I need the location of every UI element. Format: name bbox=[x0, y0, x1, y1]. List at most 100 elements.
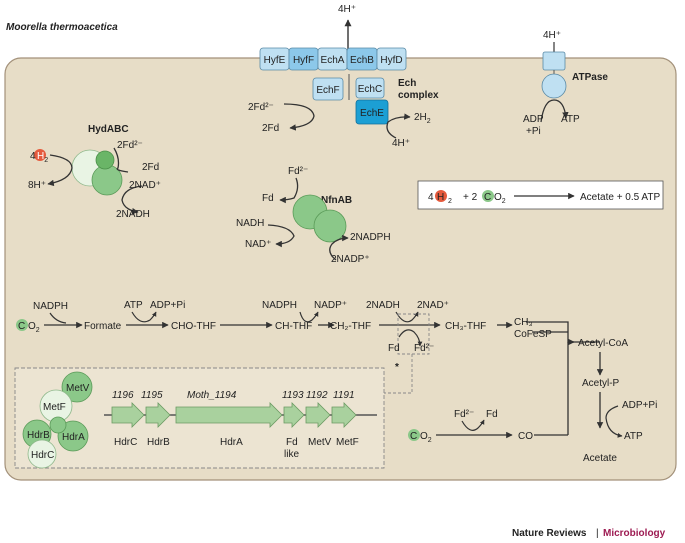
ech-subunit-eche: EchE bbox=[355, 99, 389, 125]
nfnab-nadh: NADH bbox=[236, 218, 264, 229]
gene-arrow-hdra bbox=[175, 402, 283, 428]
svg-text:MetF: MetF bbox=[43, 402, 66, 413]
pathway-nadph-2: NADPH bbox=[262, 300, 297, 311]
nfnab-fd-oxidized: Fd bbox=[262, 193, 274, 204]
nfnab-nad: NAD⁺ bbox=[245, 239, 271, 250]
hydabc-nadh: 2NADH bbox=[116, 209, 150, 220]
ech-complex: 4H⁺ HyfE HyfF EchA EchB HyfD EchF EchC bbox=[248, 4, 439, 149]
svg-text:HyfD: HyfD bbox=[380, 55, 402, 66]
pathway-co: CO bbox=[518, 431, 533, 442]
svg-text:HdrA: HdrA bbox=[62, 432, 85, 443]
ech-subunit-echb: EchB bbox=[346, 47, 378, 71]
pathway-ch-thf: CH-THF bbox=[275, 321, 312, 332]
pathway-star: * bbox=[395, 362, 399, 373]
journal-section: Microbiology bbox=[603, 528, 666, 539]
ech-subunit-hyff: HyfF bbox=[288, 47, 319, 71]
pathway-fd-reduced: Fd²⁻ bbox=[414, 343, 434, 354]
hydabc-protons: 8H⁺ bbox=[28, 180, 46, 191]
overall-h2-letter: H bbox=[437, 192, 444, 203]
pathway-nadp: NADP⁺ bbox=[314, 300, 347, 311]
publisher-footer: Nature Reviews | Microbiology bbox=[512, 528, 666, 539]
atpase-protons: 4H⁺ bbox=[543, 30, 561, 41]
pathway-cofesp: CoFeSP bbox=[514, 329, 552, 340]
pathway-co2-icon-2 bbox=[408, 429, 420, 441]
svg-text:HdrB: HdrB bbox=[27, 430, 50, 441]
locus-moth-1194: Moth_1194 bbox=[187, 390, 237, 401]
overall-co2-icon bbox=[482, 190, 494, 202]
svg-text:HyfE: HyfE bbox=[264, 55, 286, 66]
complex-hdrc bbox=[27, 439, 57, 469]
nfnab-fd-reduced: Fd²⁻ bbox=[288, 166, 308, 177]
ech-fd-oxidized: 2Fd bbox=[262, 123, 279, 134]
hydabc-h2-icon bbox=[34, 149, 46, 161]
pathway-acetate: Acetate bbox=[583, 453, 617, 464]
atpase: 4H⁺ ATPase ADP +Pi ATP bbox=[523, 30, 608, 137]
pathway-formate: Formate bbox=[84, 321, 122, 332]
overall-plus: + 2 bbox=[463, 192, 478, 203]
gene-label-metf: MetF bbox=[336, 437, 359, 448]
gene-arrow-hdrc bbox=[111, 402, 145, 428]
dashed-connector bbox=[384, 354, 413, 394]
ech-protons-in: 4H⁺ bbox=[392, 138, 410, 149]
gene-arrow-metv bbox=[305, 402, 331, 428]
svg-text:HyfF: HyfF bbox=[293, 55, 314, 66]
hydabc-label: HydABC bbox=[88, 124, 129, 135]
ech-subunit-hyfd: HyfD bbox=[376, 47, 407, 71]
pathway-cho-thf: CHO-THF bbox=[171, 321, 216, 332]
journal-name: Nature Reviews bbox=[512, 528, 587, 539]
pathway-acetyl-p: Acetyl-P bbox=[582, 378, 620, 389]
overall-h2-coeff: 4 bbox=[428, 192, 434, 203]
gene-label-hdrb: HdrB bbox=[147, 437, 170, 448]
gene-cluster-inset: MetV MetF HdrA HdrB HdrC 1196 1195 Moth_… bbox=[14, 367, 385, 469]
atpase-label: ATPase bbox=[572, 72, 608, 83]
overall-product: Acetate + 0.5 ATP bbox=[580, 192, 660, 203]
pathway-fd-reduced-3: Fd²⁻ bbox=[454, 409, 474, 420]
pathway-co2-icon bbox=[16, 319, 28, 331]
gene-label-fd: Fd bbox=[286, 437, 298, 448]
ech-protons-out: 4H⁺ bbox=[338, 4, 356, 15]
gene-label-hdrc: HdrC bbox=[114, 437, 137, 448]
nfnab-label: NfnAB bbox=[321, 195, 352, 206]
atpase-atp: ATP bbox=[561, 114, 580, 125]
locus-1192: 1192 bbox=[306, 390, 328, 401]
nfnab: Fd²⁻ Fd NfnAB NADH NAD⁺ 2NADPH 2NADP⁺ bbox=[236, 166, 391, 265]
hydabc-subunit-c bbox=[95, 150, 115, 170]
bifurcation-box bbox=[397, 313, 430, 355]
locus-1193: 1193 bbox=[282, 390, 304, 401]
atpase-pi: +Pi bbox=[526, 126, 541, 137]
hydabc-fd-reduced: 2Fd²⁻ bbox=[117, 140, 143, 151]
gene-label-metv: MetV bbox=[308, 437, 332, 448]
locus-1191: 1191 bbox=[333, 390, 355, 401]
ech-h2: 2H2 bbox=[414, 112, 431, 125]
hydabc-h2: 4H2 bbox=[30, 151, 48, 164]
pathway-atp: ATP bbox=[124, 300, 143, 311]
gene-label-fd-like: like bbox=[284, 449, 299, 460]
ech-subunit-hyfe: HyfE bbox=[259, 47, 290, 71]
locus-1195: 1195 bbox=[141, 390, 163, 401]
organism-title: Moorella thermoacetica bbox=[6, 22, 118, 33]
overall-h2-sub: 2 bbox=[448, 198, 452, 205]
locus-1196: 1196 bbox=[112, 390, 134, 401]
nfnab-nadph: 2NADPH bbox=[350, 232, 391, 243]
hydabc-fd-oxidized: 2Fd bbox=[142, 162, 159, 173]
journal-separator: | bbox=[596, 528, 599, 539]
overall-h2-icon bbox=[435, 190, 447, 202]
atpase-f1 bbox=[541, 73, 567, 99]
pathway-atp-2: ATP bbox=[624, 431, 643, 442]
svg-text:EchF: EchF bbox=[316, 85, 339, 96]
pathway-fd: Fd bbox=[388, 343, 400, 354]
hydabc-nad: 2NAD⁺ bbox=[129, 180, 161, 191]
atpase-adp: ADP bbox=[523, 114, 544, 125]
complex-link bbox=[49, 416, 67, 434]
pathway-adp-pi-2: ADP+Pi bbox=[622, 400, 657, 411]
pathway-nad: 2NAD⁺ bbox=[417, 300, 449, 311]
gene-arrow-metf bbox=[331, 402, 357, 428]
svg-text:EchB: EchB bbox=[350, 55, 374, 66]
atpase-fo bbox=[542, 51, 566, 71]
ech-subunit-echf: EchF bbox=[312, 77, 344, 101]
